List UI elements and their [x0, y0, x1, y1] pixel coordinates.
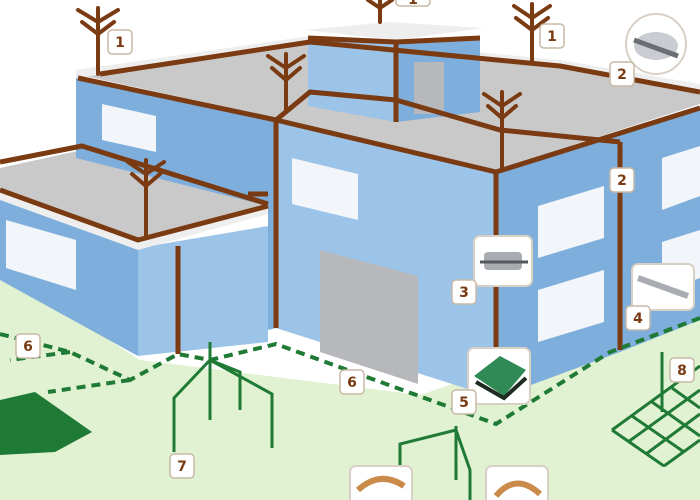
callout-box [15, 333, 41, 359]
callout-number: 1 [547, 29, 557, 45]
rod-clamp-icon [485, 465, 549, 500]
callout-air-terminal-3: 1 [395, 0, 431, 8]
air-terminal-rod [126, 158, 166, 240]
callout-down-conductor-clip: 2 [609, 61, 635, 87]
earth-mesh-grid [611, 364, 700, 468]
callout-box [609, 61, 635, 87]
callout-number: 1 [408, 0, 418, 8]
window-upper-left [102, 104, 156, 152]
earth-box-lid [474, 356, 526, 396]
callout-box [451, 279, 477, 305]
callout-earth-rods: 7 [169, 453, 195, 479]
earth-box-base [475, 376, 528, 401]
callout-number: 2 [617, 173, 627, 189]
callout-wall-connector: 3 [451, 279, 477, 305]
callout-earth-pit: 5 [451, 389, 477, 415]
main-roof-parapet [76, 36, 700, 92]
rod-clamp-part [493, 480, 543, 499]
callout-box [107, 29, 133, 55]
air-terminal-rod [366, 0, 394, 24]
callout-number: 1 [115, 35, 125, 51]
cable-clamp-frame [349, 465, 413, 500]
callout-box [669, 357, 695, 383]
mesh-lines [611, 364, 700, 468]
callout-box [625, 305, 651, 331]
callout-number: 4 [633, 311, 643, 327]
wall-connector-icon [473, 235, 533, 287]
callout-number: 2 [617, 67, 627, 83]
callout-test-joint: 4 [625, 305, 651, 331]
callout-air-terminal-1: 1 [107, 29, 133, 55]
cable-clamp-icon [349, 465, 413, 500]
rooftop-room-top [304, 22, 484, 40]
grounding-plate [0, 392, 92, 455]
test-joint-part [636, 275, 690, 299]
window-left-wing [6, 220, 76, 290]
window-right-upper-1 [538, 186, 604, 258]
window-main-front [292, 158, 358, 220]
callout-number: 7 [177, 459, 187, 475]
callout-box [395, 0, 431, 7]
air-terminal-rod [482, 90, 522, 170]
callout-box [539, 23, 565, 49]
air-terminal-rod [266, 52, 306, 114]
callout-down-conductor-line: 2 [609, 167, 635, 193]
callout-air-terminal-2: 1 [539, 23, 565, 49]
left-wing-roof [0, 150, 268, 240]
rooftop-room-front [308, 38, 396, 122]
callout-box [451, 389, 477, 415]
callout-box [169, 453, 195, 479]
earth-box-icon [467, 347, 531, 405]
earth-rod [172, 342, 274, 452]
air-terminal-rod [512, 2, 552, 64]
callout-ring-earth-center: 6 [339, 369, 365, 395]
earth-rod-cluster [172, 342, 664, 500]
callout-number: 6 [23, 339, 33, 355]
garage-door [320, 250, 418, 384]
cable-clamp-part [355, 476, 406, 493]
callout-number: 5 [459, 395, 469, 411]
left-wing-conductor [0, 143, 269, 243]
callout-number: 6 [347, 375, 357, 391]
rooftop-room-conductor [307, 35, 481, 122]
clip-icon [625, 13, 687, 75]
test-joint-icon [631, 263, 695, 311]
air-terminal-rod [76, 6, 120, 76]
callout-box [339, 369, 365, 395]
air-terminals [76, 0, 552, 240]
clip-icon-wire [633, 37, 679, 59]
window-right-lower-1 [538, 270, 604, 342]
window-right-upper-2 [662, 146, 700, 210]
callout-ring-earth-left: 6 [15, 333, 41, 359]
callout-number: 8 [677, 363, 687, 379]
callout-number: 3 [459, 285, 469, 301]
callout-earth-mesh: 8 [669, 357, 695, 383]
callout-box [609, 167, 635, 193]
left-wing-front-wall [138, 226, 268, 356]
